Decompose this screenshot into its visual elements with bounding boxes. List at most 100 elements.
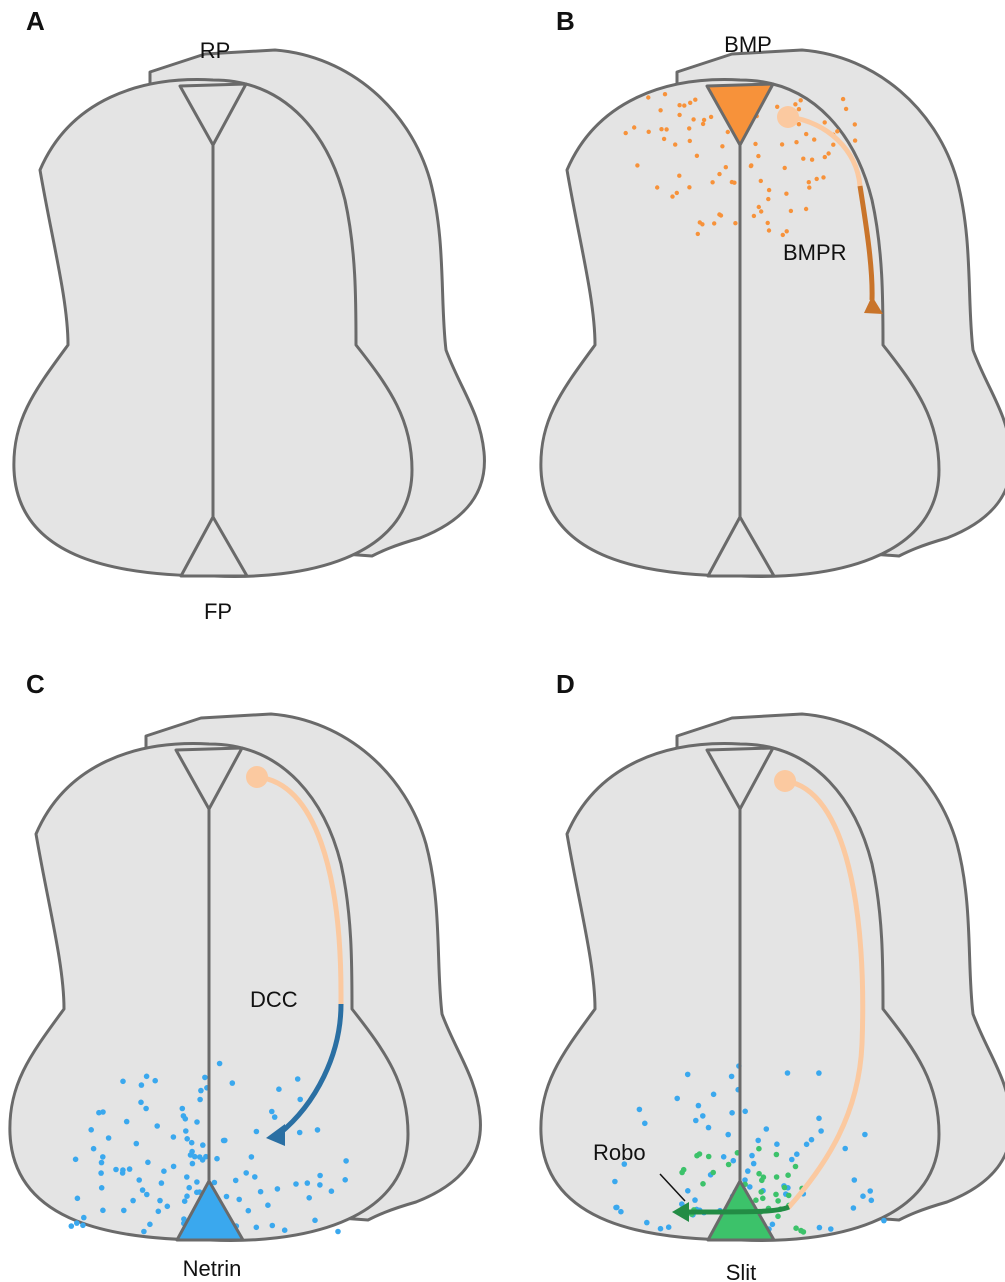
gradient-dot bbox=[138, 1100, 144, 1106]
gradient-dot bbox=[706, 1154, 712, 1160]
gradient-dot bbox=[659, 127, 663, 131]
gradient-dot bbox=[144, 1074, 150, 1080]
gradient-dot bbox=[312, 1218, 318, 1224]
gradient-dot bbox=[317, 1182, 323, 1188]
gradient-dot bbox=[693, 98, 697, 102]
gradient-dot bbox=[184, 1193, 190, 1199]
gradient-dot bbox=[295, 1076, 301, 1082]
panel-c-cord bbox=[10, 714, 481, 1240]
gradient-dot bbox=[145, 1160, 151, 1166]
gradient-dot bbox=[98, 1170, 104, 1176]
gradient-dot bbox=[826, 151, 830, 155]
gradient-dot bbox=[200, 1157, 206, 1163]
gradient-dot bbox=[789, 209, 793, 213]
gradient-dot bbox=[793, 1225, 799, 1231]
gradient-dot bbox=[821, 175, 825, 179]
gradient-dot bbox=[793, 1164, 799, 1170]
gradient-dot bbox=[647, 130, 651, 134]
gradient-dot bbox=[136, 1177, 142, 1183]
robo-label: Robo bbox=[593, 1140, 646, 1165]
gradient-dot bbox=[773, 1192, 779, 1198]
gradient-dot bbox=[183, 1128, 189, 1134]
gradient-dot bbox=[695, 154, 699, 158]
gradient-dot bbox=[804, 1142, 810, 1148]
gradient-dot bbox=[817, 1225, 823, 1231]
gradient-dot bbox=[766, 197, 770, 201]
gradient-dot bbox=[767, 228, 771, 232]
gradient-dot bbox=[688, 139, 692, 143]
gradient-dot bbox=[681, 1167, 687, 1173]
gradient-dot bbox=[662, 137, 666, 141]
gradient-dot bbox=[759, 179, 763, 183]
gradient-dot bbox=[756, 1146, 762, 1152]
gradient-dot bbox=[729, 1074, 735, 1080]
gradient-dot bbox=[709, 115, 713, 119]
gradient-dot bbox=[785, 1172, 791, 1178]
gradient-dot bbox=[685, 1072, 691, 1078]
gradient-dot bbox=[270, 1223, 276, 1229]
gradient-dot bbox=[673, 142, 677, 146]
neuron-cell-body bbox=[777, 106, 799, 128]
gradient-dot bbox=[612, 1179, 618, 1185]
gradient-dot bbox=[701, 122, 705, 126]
gradient-dot bbox=[124, 1119, 130, 1125]
gradient-dot bbox=[161, 1168, 167, 1174]
gradient-dot bbox=[189, 1149, 195, 1155]
gradient-dot bbox=[276, 1086, 282, 1092]
gradient-dot bbox=[655, 185, 659, 189]
gradient-dot bbox=[127, 1166, 133, 1172]
gradient-dot bbox=[635, 163, 639, 167]
gradient-dot bbox=[632, 125, 636, 129]
gradient-dot bbox=[807, 180, 811, 184]
gradient-dot bbox=[249, 1154, 255, 1160]
gradient-dot bbox=[702, 118, 706, 122]
gradient-dot bbox=[646, 95, 650, 99]
gradient-dot bbox=[692, 1197, 698, 1203]
gradient-dot bbox=[687, 185, 691, 189]
gradient-dot bbox=[752, 214, 756, 218]
gradient-dot bbox=[794, 140, 798, 144]
gradient-dot bbox=[753, 142, 757, 146]
gradient-dot bbox=[794, 1151, 800, 1157]
gradient-dot bbox=[726, 130, 730, 134]
gradient-dot bbox=[202, 1075, 208, 1081]
gradient-dot bbox=[720, 144, 724, 148]
gradient-dot bbox=[696, 232, 700, 236]
gradient-dot bbox=[297, 1097, 303, 1103]
gradient-dot bbox=[198, 1088, 204, 1094]
gradient-dot bbox=[758, 1189, 764, 1195]
gradient-dot bbox=[809, 1137, 815, 1143]
gradient-dot bbox=[774, 1152, 780, 1158]
gradient-dot bbox=[852, 1177, 858, 1183]
gradient-dot bbox=[677, 103, 681, 107]
gradient-dot bbox=[799, 98, 803, 102]
panel-c-letter: C bbox=[26, 669, 45, 699]
gradient-dot bbox=[721, 1154, 727, 1160]
gradient-dot bbox=[184, 1136, 190, 1142]
gradient-dot bbox=[869, 1198, 875, 1204]
gradient-dot bbox=[121, 1208, 127, 1214]
gradient-dot bbox=[731, 1158, 737, 1164]
gradient-dot bbox=[696, 1103, 702, 1109]
gradient-dot bbox=[759, 209, 763, 213]
gradient-dot bbox=[685, 1188, 691, 1194]
gradient-dot bbox=[159, 1180, 165, 1186]
panel-a-letter: A bbox=[26, 6, 45, 36]
gradient-dot bbox=[774, 1141, 780, 1147]
gradient-dot bbox=[100, 1109, 106, 1115]
gradient-dot bbox=[139, 1082, 145, 1088]
gradient-dot bbox=[841, 97, 845, 101]
gradient-dot bbox=[785, 229, 789, 233]
gradient-dot bbox=[749, 1153, 755, 1159]
gradient-dot bbox=[197, 1097, 203, 1103]
gradient-dot bbox=[236, 1197, 242, 1203]
gradient-dot bbox=[831, 143, 835, 147]
gradient-dot bbox=[134, 1141, 140, 1147]
gradient-dot bbox=[194, 1190, 200, 1196]
gradient-dot bbox=[69, 1223, 75, 1229]
gradient-dot bbox=[343, 1158, 349, 1164]
gradient-dot bbox=[756, 1171, 762, 1177]
gradient-dot bbox=[269, 1109, 275, 1115]
gradient-dot bbox=[214, 1156, 220, 1162]
gradient-dot bbox=[275, 1186, 281, 1192]
